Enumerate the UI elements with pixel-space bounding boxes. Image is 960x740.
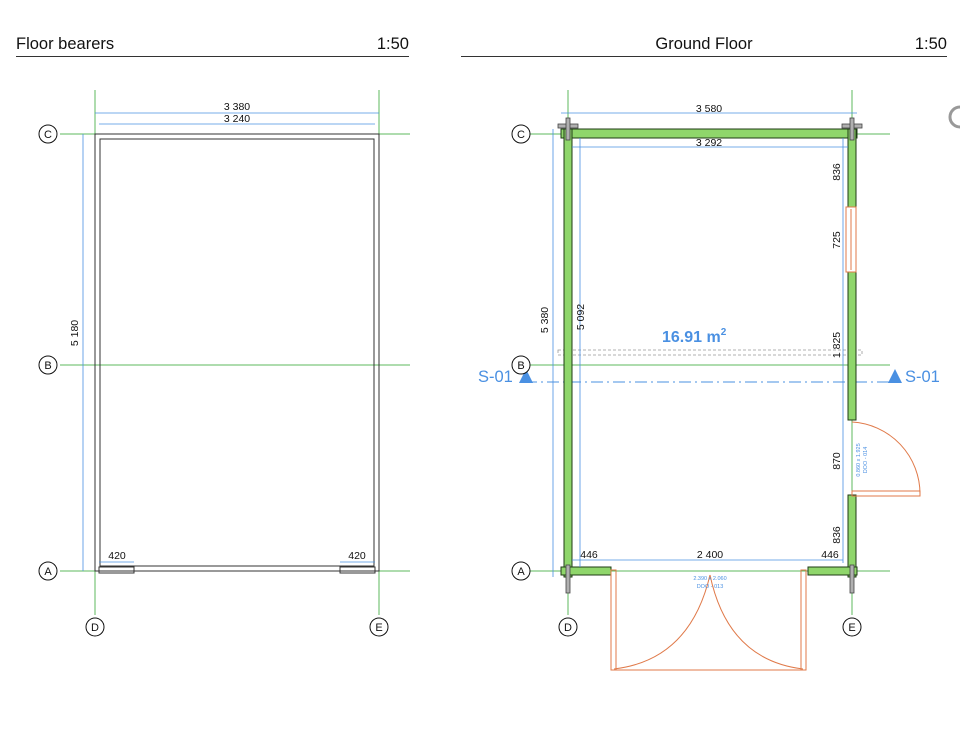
- section-arrow-left: [519, 369, 533, 383]
- left-grid-lines: [60, 90, 410, 615]
- left-dimensions: [82, 112, 379, 571]
- grid-bubble-c-right: [511, 124, 531, 144]
- right-grid-bubbles: C B A D E: [511, 124, 862, 637]
- bearer-pad-left: [98, 566, 135, 574]
- dim-outer-length-right: 5 380: [539, 307, 551, 333]
- grid-label-d-left: D: [91, 622, 99, 634]
- dim-inner-width-left: 3 240: [224, 113, 250, 125]
- dim-length-left: 5 180: [69, 320, 81, 346]
- bearer-frame-outer: [94, 133, 380, 572]
- grid-bubble-c-left: [38, 124, 58, 144]
- grid-label-b-right: B: [517, 360, 524, 372]
- section-label-right: S-01: [905, 368, 940, 386]
- door-side-leaf: [851, 490, 921, 497]
- floor-bearers-title: Floor bearers: [16, 35, 115, 53]
- door-side-size: 0.860 x 1.925: [856, 443, 862, 476]
- window-east: [845, 206, 857, 273]
- grid-label-d-right: D: [564, 622, 572, 634]
- grid-bubble-b-left: [38, 355, 58, 375]
- floor-area: 16.91 m2: [662, 327, 727, 346]
- grid-label-e-left: E: [375, 622, 382, 634]
- corner-top-right-v: [849, 117, 855, 141]
- dim-right-870: 870: [831, 452, 843, 470]
- dim-right-836-bottom: 836: [831, 526, 843, 544]
- door-tags: 2.390 x 2.060 DOO - 013 0.860 x 1.925 DO…: [693, 443, 869, 590]
- door-side-swing: [851, 421, 921, 495]
- grid-label-a-right: A: [517, 566, 525, 578]
- bearer-outline: [94, 133, 380, 574]
- ground-floor-scale: 1:50: [914, 35, 947, 53]
- dim-bottom-2400: 2 400: [697, 549, 723, 561]
- left-grid-bubbles: C B A D E: [38, 124, 389, 637]
- grid-bubble-d-right: [558, 617, 578, 637]
- dim-right-1825: 1 825: [831, 332, 843, 358]
- wall-left: [563, 128, 573, 578]
- ground-floor-title: Ground Floor: [655, 35, 753, 53]
- grid-bubble-e-left: [369, 617, 389, 637]
- grid-label-a-left: A: [44, 566, 52, 578]
- dim-right-836-top: 836: [831, 163, 843, 181]
- section-arrow-right: [888, 369, 902, 383]
- dim-outer-width-right: 3 580: [696, 103, 722, 115]
- grid-bubble-d-left: [85, 617, 105, 637]
- dim-outer-width-left: 3 380: [224, 101, 250, 113]
- bearer-pad-right: [339, 566, 376, 574]
- door-main-leaf-right: [800, 569, 807, 671]
- bearer-frame-inner: [99, 138, 375, 567]
- dim-inner-width-right: 3 292: [696, 137, 722, 149]
- wall-bottom-right: [807, 566, 858, 576]
- grid-bubble-a-right: [511, 561, 531, 581]
- wall-top: [560, 128, 858, 139]
- door-main-code: DOO - 013: [697, 584, 724, 590]
- dim-inner-length-right: 5 092: [575, 304, 587, 330]
- grid-label-e-right: E: [848, 622, 855, 634]
- grid-label-c-left: C: [44, 129, 52, 141]
- door-main-swing-right: [709, 574, 804, 670]
- dim-bearer-left: 420: [108, 550, 126, 562]
- grid-label-b-left: B: [44, 360, 51, 372]
- ground-floor-header: Ground Floor 1:50: [461, 34, 947, 57]
- corner-top-left-v: [565, 117, 571, 141]
- grid-bubble-e-right: [842, 617, 862, 637]
- wall-right-upper: [847, 128, 857, 210]
- grid-bubble-a-left: [38, 561, 58, 581]
- section-markers: S-01 S-01: [478, 368, 940, 386]
- right-dimensions: [552, 112, 857, 577]
- wall-corners: [557, 117, 863, 594]
- grid-bubble-b-right: [511, 355, 531, 375]
- log-walls: [560, 128, 858, 578]
- grid-label-c-right: C: [517, 129, 525, 141]
- corner-bottom-right-v: [849, 564, 855, 594]
- dim-bottom-446-left: 446: [580, 549, 598, 561]
- floor-bearers-header: Floor bearers 1:50: [16, 34, 409, 57]
- corner-bottom-left-v: [565, 564, 571, 594]
- dim-right-725: 725: [831, 231, 843, 249]
- joist-dashed: [557, 349, 863, 356]
- dim-bearer-right: 420: [348, 550, 366, 562]
- door-side: [851, 421, 921, 497]
- door-main: [610, 569, 807, 671]
- dim-bottom-446-right: 446: [821, 549, 839, 561]
- floor-joist: [557, 349, 863, 356]
- door-main-swing-left: [613, 574, 711, 670]
- door-side-code: DOO - 014: [863, 447, 869, 474]
- section-label-left: S-01: [478, 368, 513, 386]
- edge-ring-icon: [948, 105, 960, 129]
- door-main-leaf-left: [610, 569, 617, 671]
- floor-bearers-scale: 1:50: [376, 35, 409, 53]
- wall-right-middle: [847, 269, 857, 421]
- door-main-size: 2.390 x 2.060: [693, 576, 726, 582]
